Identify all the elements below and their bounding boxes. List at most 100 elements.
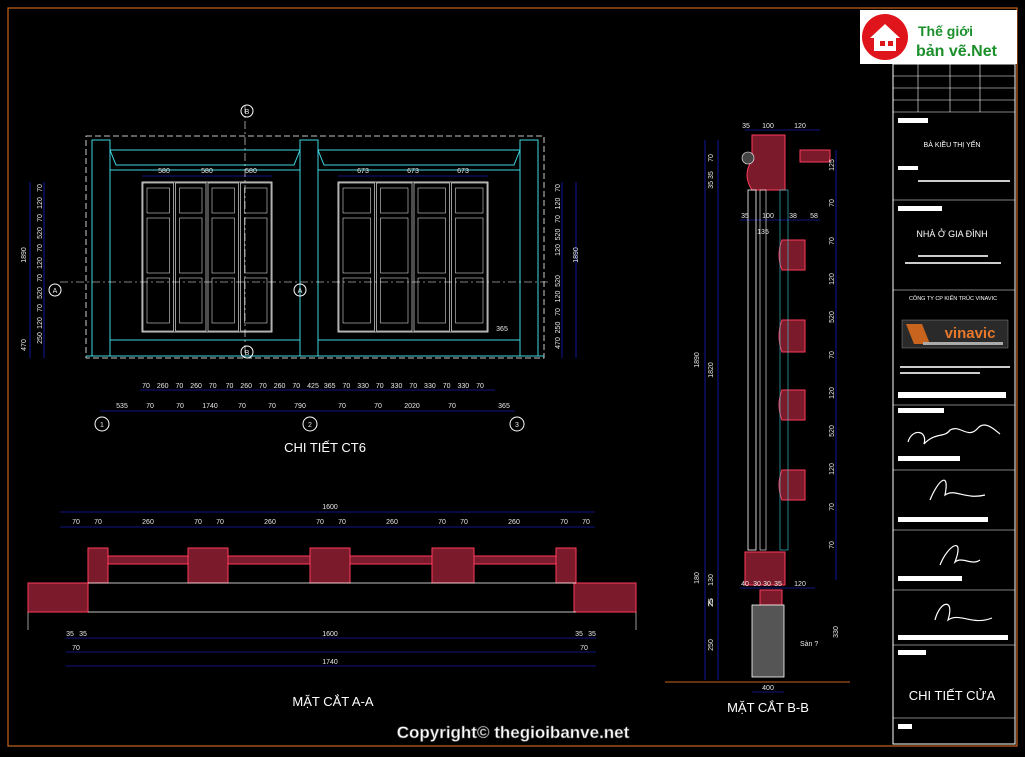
dim-bot2-2: 70: [176, 403, 184, 410]
sb-top-2: 120: [794, 123, 806, 130]
sb-top-0: 35: [742, 123, 750, 130]
sheet-frame: [7, 7, 1018, 747]
door-panel: [179, 217, 203, 274]
sa-top-4: 70: [216, 519, 224, 526]
sa-b2-1: 70: [580, 645, 588, 652]
door-leaf: [413, 182, 450, 332]
dim-right-8: 70: [555, 308, 562, 316]
door-leaf: [338, 182, 375, 332]
dim-left-0: 70: [37, 184, 44, 192]
sb-bottom-0: 40: [741, 581, 749, 588]
dim-bot1-9: 70: [292, 383, 300, 390]
sb-right-3: 120: [829, 273, 836, 285]
axis-2: 2: [308, 422, 312, 429]
sa-top-5: 260: [264, 519, 276, 526]
sb-right-7: 520: [829, 425, 836, 437]
dim-left-5: 120: [37, 257, 44, 269]
door-leaf: [376, 182, 413, 332]
dim-bot2-3: 1740: [202, 403, 218, 410]
door-panel: [417, 277, 446, 324]
sheet-title: CHI TIẾT CỬA: [909, 688, 996, 703]
door-panel: [211, 217, 235, 274]
dim-bot1-2: 70: [176, 383, 184, 390]
sa-top-13: 70: [582, 519, 590, 526]
section-b-title: MẶT CẮT B-B: [727, 700, 809, 715]
sb-mid-0: 35: [741, 213, 749, 220]
dim-left-6: 70: [37, 274, 44, 282]
dim-right-9: 250: [555, 322, 562, 334]
sb-right-2: 70: [829, 237, 836, 245]
section-b-rail: [778, 389, 806, 421]
sb-bottom-2: 30: [763, 581, 771, 588]
door-panel: [146, 187, 170, 214]
sb-base: 400: [762, 685, 774, 692]
cut-b-bottom: B: [245, 350, 250, 357]
dim-bot1-17: 330: [424, 383, 436, 390]
dim-bot1-6: 260: [240, 383, 252, 390]
sb-low-1: 25: [708, 599, 715, 607]
sb-mid-4: 135: [757, 229, 769, 236]
signature-3: [939, 544, 981, 566]
axis-1: 1: [100, 422, 104, 429]
sb-right-5: 70: [829, 351, 836, 359]
section-b-panels: [778, 189, 806, 551]
sb-bottom-1: 30: [753, 581, 761, 588]
door-panel: [455, 277, 484, 324]
sa-top-12: 70: [560, 519, 568, 526]
sa-top-9: 70: [438, 519, 446, 526]
door-panel: [211, 187, 235, 214]
company-name: CÔNG TY CP KIẾN TRÚC VINAVIC: [909, 295, 997, 302]
door-panel: [342, 187, 371, 214]
dim-corner: 365: [496, 326, 508, 333]
dim-bot2-6: 790: [294, 403, 306, 410]
dim-bot1-5: 70: [226, 383, 234, 390]
sb-bottom-4: 120: [794, 581, 806, 588]
dim-top-r1: 673: [357, 168, 369, 175]
sb-mid-1: 100: [762, 213, 774, 220]
sa-top-3: 70: [194, 519, 202, 526]
dim-top-r3: 673: [457, 168, 469, 175]
signature-2: [929, 479, 986, 501]
sa-b1-2: 1600: [322, 631, 338, 638]
dim-left-3: 520: [37, 227, 44, 239]
elevation-title: CHI TIẾT CT6: [284, 440, 366, 455]
door-panel: [244, 277, 268, 324]
dim-bot1-13: 330: [357, 383, 369, 390]
door-panel: [380, 277, 409, 324]
sb-base-right: 330: [833, 626, 840, 638]
door-panel: [146, 217, 170, 274]
dim-bot1-11: 365: [324, 383, 336, 390]
dim-bot2-4: 70: [238, 403, 246, 410]
dim-bot1-20: 70: [476, 383, 484, 390]
dim-bot2-10: 70: [448, 403, 456, 410]
sb-right-0: 125: [829, 159, 836, 171]
dim-bot1-4: 70: [209, 383, 217, 390]
door-panel: [244, 217, 268, 274]
door-panel: [146, 277, 170, 324]
dim-right-0: 70: [555, 184, 562, 192]
vinavic-logo-icon: [906, 324, 930, 344]
signature-1: [907, 424, 1001, 445]
sb-mid-3: 58: [810, 213, 818, 220]
door-leaf: [175, 182, 207, 332]
dim-right-10: 470: [555, 337, 562, 349]
door-panel: [342, 217, 371, 274]
sb-top-1: 100: [762, 123, 774, 130]
dim-bot2-11: 365: [498, 403, 510, 410]
sa-b1-3: 35: [575, 631, 583, 638]
sa-b1-0: 35: [66, 631, 74, 638]
dim-bot1-18: 70: [443, 383, 451, 390]
sb-right-4: 520: [829, 311, 836, 323]
sa-overall-bottom: 1740: [322, 659, 338, 666]
sb-right-9: 70: [829, 503, 836, 511]
project-name: NHÀ Ở GIA ĐÌNH: [916, 228, 987, 239]
cut-b-top: B: [245, 109, 250, 116]
dim-bot1-0: 70: [142, 383, 150, 390]
sb-long-0: 1890: [694, 352, 701, 368]
dim-right-2: 70: [555, 215, 562, 223]
